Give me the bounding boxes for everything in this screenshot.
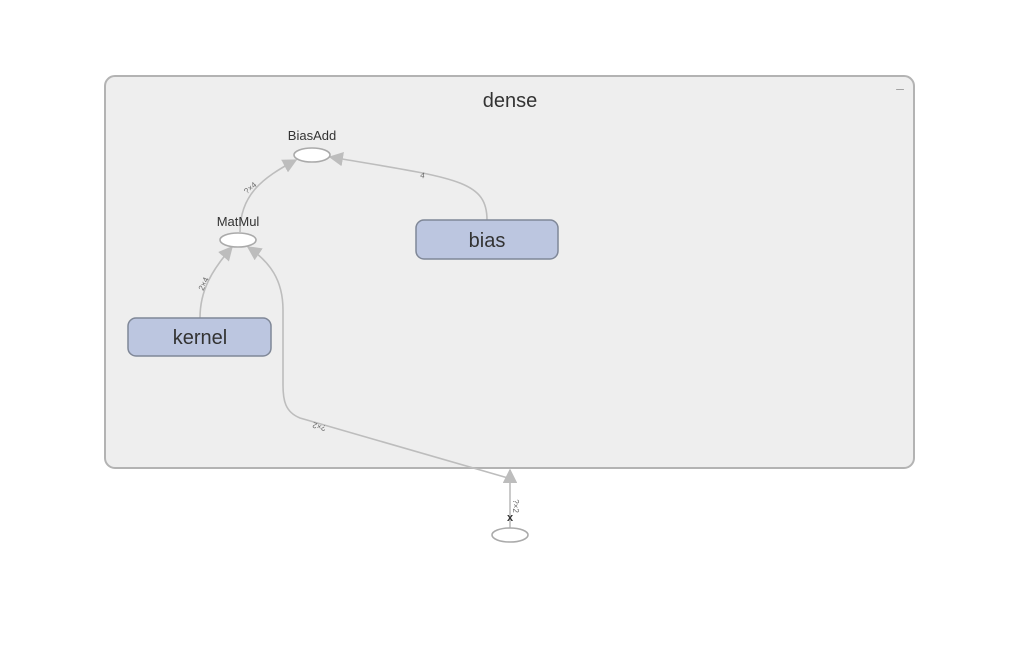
edge-label-x-out: ?×2	[511, 499, 520, 513]
edge-x-matmul[interactable]	[246, 246, 509, 479]
node-kernel-box[interactable]	[127, 317, 272, 357]
node-kernel-label: kernel	[173, 327, 227, 349]
edge-matmul-biasadd[interactable]	[239, 159, 298, 233]
edge-label-x-matmul: ?×2	[311, 420, 327, 433]
edge-kernel-matmul[interactable]	[199, 245, 233, 319]
node-biasadd-ellipse[interactable]	[293, 147, 331, 163]
group-dense-title: dense	[483, 90, 538, 112]
node-kernel[interactable]: kernel	[127, 317, 272, 357]
node-matmul-ellipse[interactable]	[219, 232, 257, 248]
node-x-ellipse[interactable]	[491, 527, 529, 543]
node-matmul[interactable]: MatMul	[217, 214, 260, 248]
node-matmul-label: MatMul	[217, 214, 260, 229]
edge-label-bias-biasadd: 4	[419, 171, 425, 181]
node-biasadd[interactable]: BiasAdd	[288, 128, 336, 163]
group-dense[interactable]: dense –	[104, 75, 915, 469]
node-x[interactable]: x	[491, 512, 529, 543]
edges: ?×4 4 2×4 ?×2 ?×2	[197, 152, 520, 528]
node-bias[interactable]: bias	[415, 219, 559, 260]
node-x-label: x	[507, 512, 514, 524]
group-dense-box[interactable]	[104, 75, 915, 469]
collapse-icon[interactable]: –	[896, 80, 904, 96]
node-bias-label: bias	[469, 230, 506, 252]
node-bias-box[interactable]	[415, 219, 559, 260]
edge-bias-biasadd[interactable]	[328, 152, 488, 221]
node-biasadd-label: BiasAdd	[288, 128, 336, 143]
